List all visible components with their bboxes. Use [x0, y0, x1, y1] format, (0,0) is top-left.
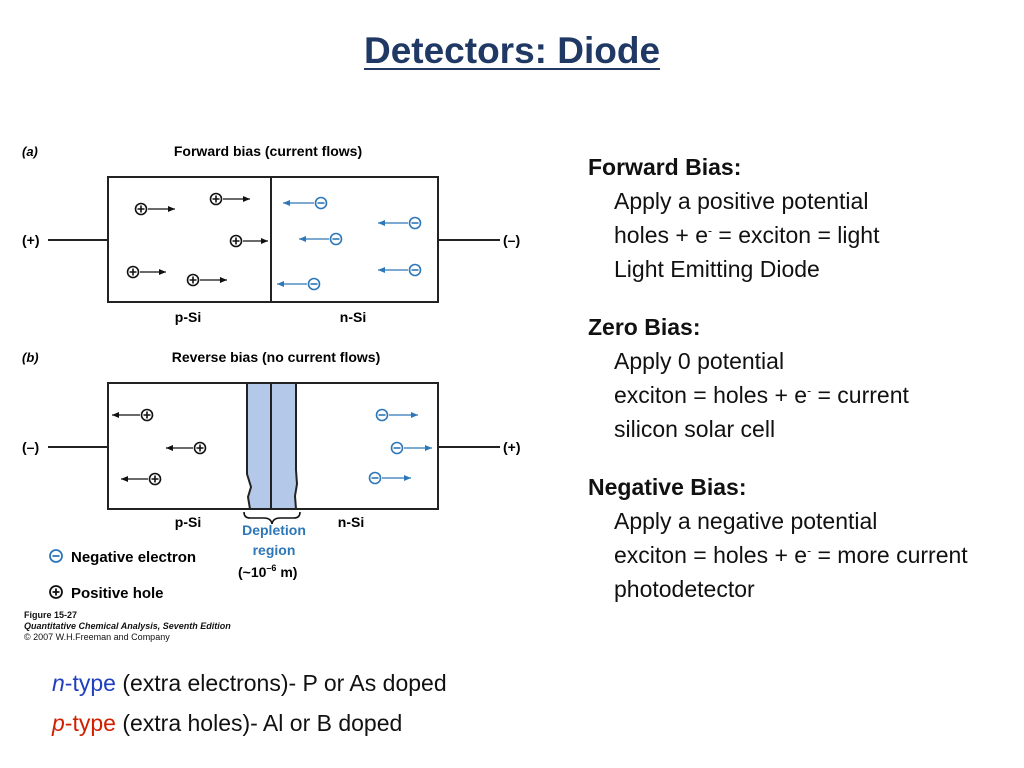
- negative-bias-line3: photodetector: [614, 576, 755, 602]
- legend-negative-label: Negative electron: [71, 549, 196, 566]
- panel-b-heading: Reverse bias (no current flows): [172, 349, 381, 365]
- figure-copyright: © 2007 W.H.Freeman and Company: [24, 632, 170, 642]
- p-type-note: p-type (extra holes)- Al or B doped: [52, 710, 403, 736]
- panel-a-heading: Forward bias (current flows): [174, 143, 362, 159]
- electron-symbol: [283, 196, 328, 210]
- panel-b-left-terminal: (–): [22, 439, 39, 455]
- electron-symbol: [299, 232, 343, 246]
- zero-bias-line2: exciton = holes + e- = current: [614, 382, 909, 408]
- panel-a-box: [107, 176, 439, 303]
- panel-a-p-si-label: p-Si: [175, 309, 201, 325]
- figure-book: Quantitative Chemical Analysis, Seventh …: [24, 621, 231, 631]
- panel-a-tag: (a): [22, 144, 38, 159]
- negative-bias-heading: Negative Bias:: [588, 474, 747, 500]
- legend-positive-label: Positive hole: [71, 585, 164, 602]
- panel-a-right-terminal: (–): [503, 232, 520, 248]
- electron-symbol: [368, 471, 411, 485]
- panel-a-n-si-label: n-Si: [340, 309, 366, 325]
- depletion-label-line2: region: [253, 542, 296, 558]
- hole-symbol: [126, 265, 166, 279]
- slide-title: Detectors: Diode: [363, 30, 661, 71]
- legend-electron-icon: [49, 549, 63, 563]
- panel-b-right-terminal: (+): [503, 439, 521, 455]
- electron-symbol: [378, 216, 422, 230]
- hole-symbol: [186, 273, 227, 287]
- depletion-size-label: (~10–6 m): [238, 563, 297, 580]
- hole-symbol: [121, 472, 162, 486]
- forward-bias-heading: Forward Bias:: [588, 154, 742, 180]
- forward-bias-line1: Apply a positive potential: [614, 188, 869, 214]
- hole-symbol: [112, 408, 154, 422]
- hole-symbol: [229, 234, 268, 248]
- electron-symbol: [390, 441, 432, 455]
- figure-caption: Figure 15-27 Quantitative Chemical Analy…: [24, 610, 231, 643]
- negative-bias-line2: exciton = holes + e- = more current: [614, 542, 968, 568]
- panel-b-p-si-label: p-Si: [175, 514, 201, 530]
- n-type-note: n-type (extra electrons)- P or As doped: [52, 670, 447, 696]
- hole-symbol: [134, 202, 175, 216]
- panel-b-tag: (b): [22, 350, 39, 365]
- zero-bias-heading: Zero Bias:: [588, 314, 701, 340]
- panel-b-n-si-label: n-Si: [338, 514, 364, 530]
- legend-hole-icon: [49, 585, 63, 599]
- forward-bias-line2: holes + e- = exciton = light: [614, 222, 880, 248]
- hole-symbol: [166, 441, 207, 455]
- electron-symbol: [378, 263, 422, 277]
- panel-a-left-terminal: (+): [22, 232, 40, 248]
- hole-symbol: [209, 192, 250, 206]
- depletion-label-line1: Depletion: [242, 522, 306, 538]
- zero-bias-line3: silicon solar cell: [614, 416, 776, 442]
- depletion-bracket: [243, 511, 301, 525]
- bias-notes: Forward Bias: Apply a positive potential…: [588, 150, 1018, 606]
- zero-bias-line1: Apply 0 potential: [614, 348, 785, 374]
- forward-bias-line3: Light Emitting Diode: [614, 256, 820, 282]
- negative-bias-line1: Apply a negative potential: [614, 508, 878, 534]
- electron-symbol: [277, 277, 321, 291]
- figure-number: Figure 15-27: [24, 610, 78, 620]
- electron-symbol: [375, 408, 418, 422]
